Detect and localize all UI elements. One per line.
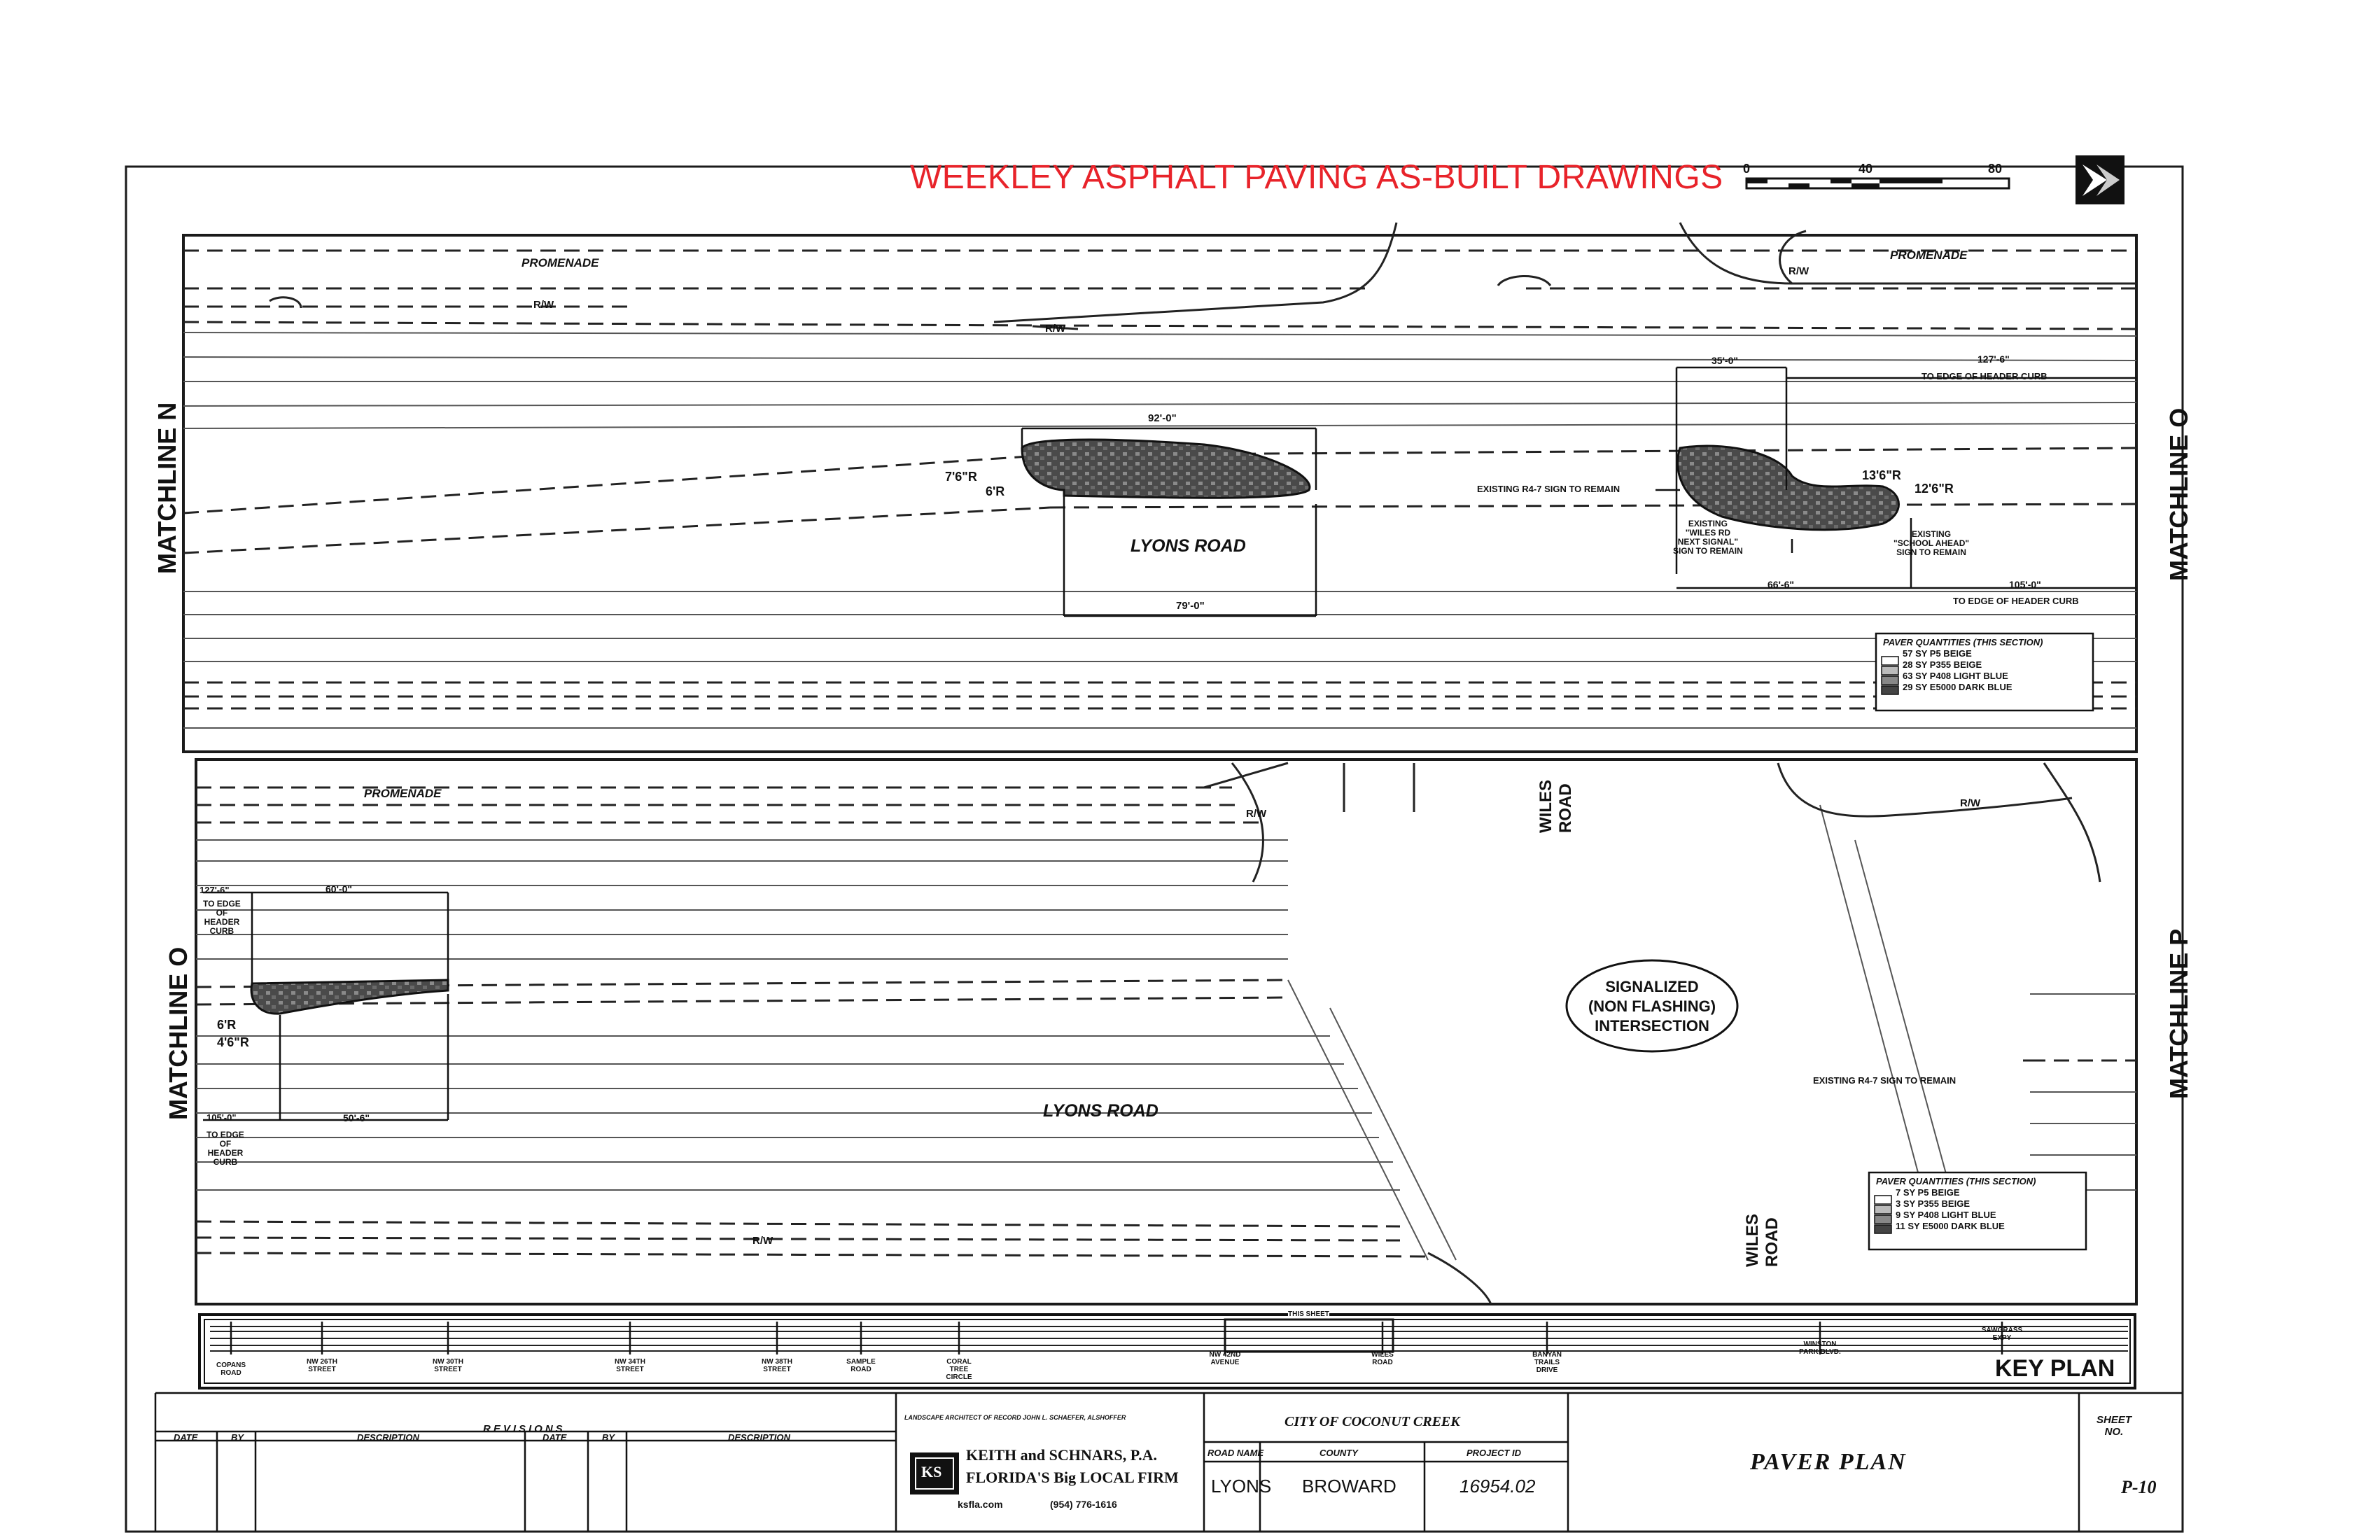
paver-quantities-lower: PAVER QUANTITIES (THIS SECTION) 7 SY P5 … — [1876, 1176, 2036, 1231]
paver-quantities-upper: PAVER QUANTITIES (THIS SECTION) 57 SY P5… — [1883, 637, 2043, 692]
key-plan-street: BANYAN TRAILS DRIVE — [1532, 1351, 1562, 1374]
sign-note: EXISTING R4-7 SIGN TO REMAIN — [1813, 1075, 1956, 1086]
county-value: BROWARD — [1302, 1476, 1396, 1497]
key-plan-street: CORAL TREE CIRCLE — [946, 1358, 972, 1381]
rw-label: R/W — [1960, 797, 1981, 809]
radius-label: 7'6"R — [945, 470, 977, 484]
key-plan-street: NW 26TH STREET — [307, 1358, 337, 1373]
dimension-label: 50'-6" — [343, 1112, 370, 1124]
key-plan-title: KEY PLAN — [1995, 1355, 2115, 1382]
wiles-road-label: WILES ROAD — [1536, 780, 1575, 833]
scale-label-0: 0 — [1743, 162, 1751, 176]
rw-label: R/W — [1246, 808, 1267, 820]
key-plan-street: NW 30TH STREET — [433, 1358, 463, 1373]
radius-label: 12'6"R — [1914, 482, 1954, 496]
road-value: LYONS — [1211, 1476, 1272, 1497]
project-id-value: 16954.02 — [1460, 1476, 1536, 1497]
paver-area-upper-2 — [1676, 444, 1900, 531]
dimension-label: 66'-6" — [1768, 579, 1794, 590]
hdr-project: PROJECT ID — [1466, 1448, 1522, 1458]
signalized-intersection-note: SIGNALIZED(NON FLASHING)INTERSECTION — [1588, 978, 1716, 1035]
edge-note: TO EDGE OF HEADER CURB — [1921, 371, 2047, 382]
col-by: BY — [231, 1432, 244, 1443]
client-name: CITY OF COCONUT CREEK — [1284, 1414, 1460, 1429]
dimension-label: 92'-0" — [1148, 412, 1177, 424]
firm-phone: (954) 776-1616 — [1050, 1499, 1117, 1510]
promenade-label: PROMENADE — [522, 256, 599, 270]
key-plan-street: SAMPLE ROAD — [846, 1358, 876, 1373]
hdr-county: COUNTY — [1320, 1448, 1358, 1458]
radius-label: 13'6"R — [1862, 468, 1901, 482]
sign-note: EXISTING"SCHOOL AHEAD"SIGN TO REMAIN — [1893, 529, 1970, 557]
radius-label: 4'6"R — [217, 1035, 249, 1049]
rw-label: R/W — [533, 299, 554, 311]
dimension-label: 105'-0" — [206, 1112, 237, 1123]
firm-logo: KS — [921, 1463, 942, 1480]
rw-label: R/W — [752, 1235, 774, 1247]
col-date: DATE — [174, 1432, 198, 1443]
architect-note: LANDSCAPE ARCHITECT OF RECORD JOHN L. SC… — [904, 1414, 1126, 1421]
north-arrow-icon — [2076, 155, 2124, 204]
sign-note: EXISTING R4-7 SIGN TO REMAIN — [1477, 484, 1620, 494]
key-plan-street: WILES ROAD — [1371, 1351, 1394, 1366]
matchline-o-label-lower: MATCHLINE O — [164, 946, 192, 1120]
firm-tagline: FLORIDA'S Big LOCAL FIRM — [966, 1469, 1179, 1486]
hdr-road: ROAD NAME — [1208, 1448, 1264, 1458]
key-plan-street: NW 38TH STREET — [762, 1358, 792, 1373]
dimension-label: 60'-0" — [326, 883, 352, 895]
col-date: DATE — [542, 1432, 567, 1443]
scale-label-80: 80 — [1988, 162, 2003, 176]
revisions-label: REVISIONS — [483, 1423, 566, 1435]
rw-label: R/W — [1788, 265, 1809, 277]
col-by: BY — [602, 1432, 615, 1443]
sheet-no-label: SHEET NO. — [2096, 1414, 2132, 1438]
scale-bar — [1745, 177, 2010, 190]
road-name: LYONS ROAD — [1130, 536, 1246, 556]
road-name: LYONS ROAD — [1043, 1101, 1158, 1121]
paver-area-lower-1 — [250, 979, 449, 1015]
firm-web: ksfla.com — [958, 1499, 1003, 1510]
wiles-road-label: WILES ROAD — [1743, 1214, 1782, 1267]
scale-label-40: 40 — [1858, 162, 1873, 176]
key-plan-street: WINSTON PARK BLVD. — [1799, 1340, 1841, 1356]
col-description: DESCRIPTION — [728, 1432, 790, 1443]
radius-label: 6'R — [217, 1018, 237, 1032]
firm-name: KEITH and SCHNARS, P.A. — [966, 1446, 1158, 1464]
matchline-o-label-upper: MATCHLINE O — [2164, 407, 2193, 581]
edge-note: TO EDGE OF HEADER CURB — [1953, 596, 2079, 606]
dimension-label: 127'-6" — [1977, 354, 2010, 365]
dimension-label: 105'-0" — [2009, 579, 2041, 590]
dimension-label: 35'-0" — [1712, 355, 1738, 366]
key-plan-street: NW 34TH STREET — [615, 1358, 645, 1373]
page-title: WEEKLEY ASPHALT PAVING AS-BUILT DRAWINGS — [910, 159, 1723, 196]
sheet-number: P-10 — [2121, 1477, 2157, 1497]
matchline-n-label: MATCHLINE N — [153, 402, 181, 574]
dimension-label: 127'-6" — [200, 885, 230, 895]
this-sheet-label: THIS SHEET — [1288, 1310, 1329, 1318]
paver-area-upper-1 — [1021, 438, 1311, 499]
key-plan-street: NW 42ND AVENUE — [1209, 1351, 1241, 1366]
key-plan-street: SAWGRASS EXPY — [1981, 1326, 2023, 1342]
radius-label: 6'R — [986, 484, 1005, 498]
col-description: DESCRIPTION — [357, 1432, 419, 1443]
promenade-label: PROMENADE — [364, 787, 442, 800]
sheet-title: PAVER PLAN — [1750, 1449, 1907, 1475]
rw-label: R/W — [1045, 323, 1066, 335]
key-plan-street: COPANS ROAD — [216, 1362, 246, 1377]
dimension-label: 79'-0" — [1176, 600, 1205, 612]
promenade-label: PROMENADE — [1890, 248, 1968, 262]
matchline-p-label: MATCHLINE P — [2164, 928, 2193, 1099]
